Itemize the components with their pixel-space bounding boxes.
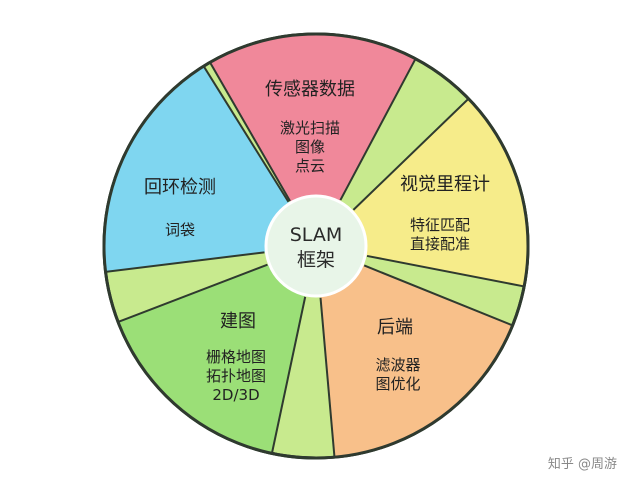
center-title: SLAM [290, 224, 342, 246]
sector-backend [316, 246, 513, 458]
spoke-line [105, 251, 265, 273]
spoke-line [339, 58, 417, 201]
spoke-line [202, 65, 290, 203]
segment-sensor: 传感器数据 激光扫描 图像 点云 [265, 79, 355, 175]
segment-line: 拓扑地图 [206, 367, 266, 385]
segment-line: 激光扫描 [280, 119, 340, 137]
watermark: 知乎 @周游 [548, 456, 617, 472]
segment-line: 词袋 [165, 221, 195, 239]
sector-loop [104, 66, 317, 272]
sector-mapping [118, 246, 316, 454]
sector-vo [316, 98, 529, 287]
spoke-line [270, 296, 307, 454]
segment-title: 视觉里程计 [400, 174, 490, 195]
segment-title: 传感器数据 [265, 79, 355, 100]
spoke-line [117, 263, 268, 323]
wheel-outline [102, 32, 530, 460]
segment-mapping: 建图 栅格地图 拓扑地图 2D/3D [206, 311, 266, 404]
segment-line: 图优化 [375, 375, 420, 393]
segment-line: 直接配准 [410, 235, 470, 253]
segment-title: 回环检测 [144, 177, 216, 198]
segment-line: 点云 [295, 157, 325, 175]
segment-visual-odometry: 视觉里程计 特征匹配 直接配准 [400, 174, 490, 253]
segment-backend: 后端 滤波器 图优化 [375, 317, 420, 393]
segment-line: 2D/3D [212, 386, 259, 404]
segment-line: 滤波器 [375, 356, 420, 374]
sector-sensor [210, 33, 416, 246]
center-hub [264, 194, 368, 298]
spoke-line [319, 297, 336, 458]
spoke-line [366, 254, 525, 288]
spoke-line [363, 264, 513, 327]
segment-line: 特征匹配 [410, 216, 470, 234]
center-subtitle: 框架 [297, 249, 335, 271]
segment-title: 建图 [220, 311, 256, 332]
spoke-line [209, 61, 291, 202]
segment-title: 后端 [377, 317, 413, 338]
spoke-line [352, 98, 470, 211]
segment-line: 图像 [295, 138, 325, 156]
segment-loop-closure: 回环检测 词袋 [144, 177, 216, 239]
segment-line: 栅格地图 [206, 348, 266, 366]
